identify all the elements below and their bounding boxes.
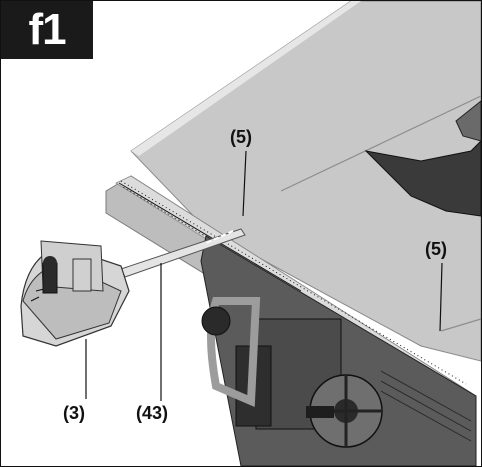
handwheel-grip: [306, 406, 334, 418]
callout-miter-gauge: (3): [63, 403, 85, 423]
table-groove-2: [440, 318, 481, 332]
leader-right-fence: [439, 262, 443, 332]
locking-knob: [201, 306, 231, 336]
base-ridges: [380, 370, 472, 442]
blade-guard: [364, 140, 481, 217]
leader-top-fence: [242, 150, 247, 217]
figure-label: f1: [1, 1, 93, 59]
callout-rail: (43): [136, 403, 169, 423]
miter-gauge-post: [72, 258, 92, 292]
blade-guard-top: [455, 100, 481, 142]
callout-top-fence: (5): [230, 127, 252, 147]
leader-lines: [85, 150, 443, 401]
callout-right-fence: (5): [425, 239, 447, 259]
table-back-edge: [131, 1, 361, 156]
table-groove: [280, 95, 481, 192]
